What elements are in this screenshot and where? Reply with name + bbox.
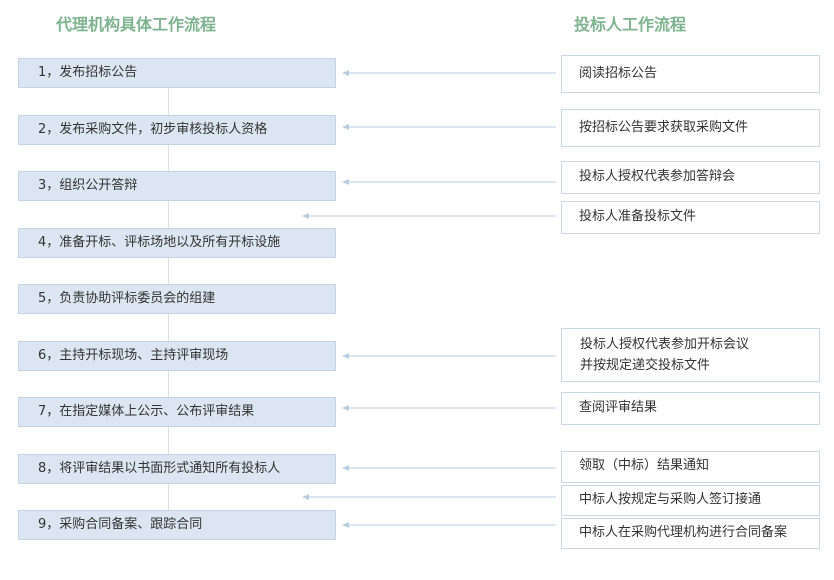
bidder-step-prepare-bid: 投标人准备投标文件 bbox=[561, 201, 820, 234]
bidder-step-attend-opening: 投标人授权代表参加开标会议并按规定递交投标文件 bbox=[561, 328, 820, 382]
bidder-step-receive-notice: 领取（中标）结果通知 bbox=[561, 451, 820, 483]
bidder-step-contract-filing: 中标人在采购代理机构进行合同备案 bbox=[561, 518, 820, 549]
bidder-workflow-title: 投标人工作流程 bbox=[574, 15, 687, 34]
agency-step-8: 8，将评审结果以书面形式通知所有投标人 bbox=[18, 454, 336, 484]
agency-step-3: 3，组织公开答辩 bbox=[18, 171, 336, 201]
arrowhead-5 bbox=[342, 353, 349, 359]
agency-step-4: 4，准备开标、评标场地以及所有开标设施 bbox=[18, 228, 336, 258]
arrowhead-8 bbox=[302, 494, 309, 500]
arrowhead-4 bbox=[302, 213, 309, 219]
agency-step-2: 2，发布采购文件，初步审核投标人资格 bbox=[18, 115, 336, 145]
agency-step-9: 9，采购合同备案、跟踪合同 bbox=[18, 510, 336, 540]
arrowhead-7 bbox=[342, 465, 349, 471]
arrowhead-6 bbox=[342, 405, 349, 411]
bidder-step-sign-contract: 中标人按规定与采购人签订接通 bbox=[561, 485, 820, 516]
agency-step-1: 1，发布招标公告 bbox=[18, 58, 336, 88]
agency-step-6: 6，主持开标现场、主持评审现场 bbox=[18, 341, 336, 371]
arrowhead-2 bbox=[342, 124, 349, 130]
agency-step-7: 7，在指定媒体上公示、公布评审结果 bbox=[18, 397, 336, 427]
arrowhead-3 bbox=[342, 179, 349, 185]
bidder-step-get-documents: 按招标公告要求获取采购文件 bbox=[561, 109, 820, 147]
arrowhead-9 bbox=[342, 522, 349, 528]
arrowhead-1 bbox=[342, 70, 349, 76]
bidder-step-read-notice: 阅读招标公告 bbox=[561, 55, 820, 93]
agency-step-5: 5，负责协助评标委员会的组建 bbox=[18, 284, 336, 314]
bidder-step-review-results: 查阅评审结果 bbox=[561, 392, 820, 425]
agency-workflow-title: 代理机构具体工作流程 bbox=[56, 15, 217, 34]
bidder-step-attend-qa: 投标人授权代表参加答辩会 bbox=[561, 161, 820, 194]
